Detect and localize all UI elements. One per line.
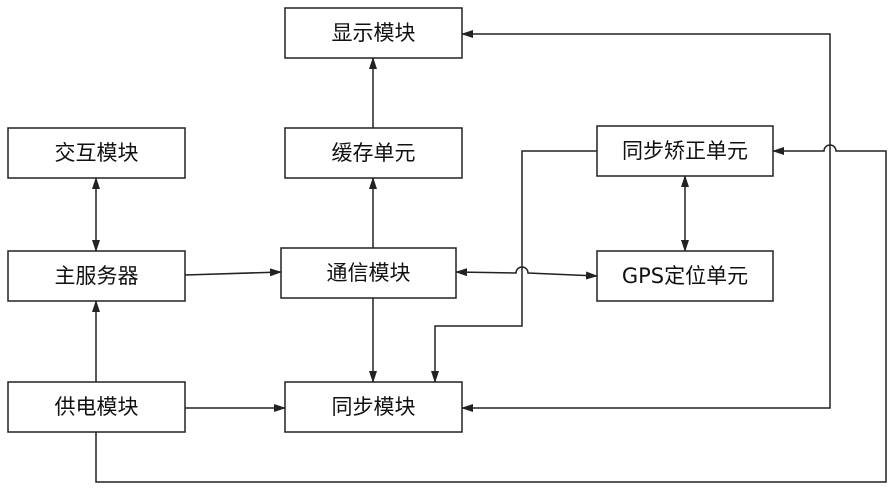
main-server-label: 主服务器 <box>55 264 139 288</box>
sync-correction-unit: 同步矫正单元 <box>597 126 773 176</box>
power-module-label: 供电模块 <box>55 395 139 419</box>
sync-correction-unit-label: 同步矫正单元 <box>622 139 748 163</box>
display-module-label: 显示模块 <box>332 21 416 45</box>
communication-module: 通信模块 <box>281 248 456 298</box>
cache-unit-label: 缓存单元 <box>332 141 416 165</box>
arrow-sync-to-display <box>462 34 830 408</box>
arrow-main-server-to-communication <box>185 272 281 275</box>
interaction-module: 交互模块 <box>8 128 185 178</box>
sync-module: 同步模块 <box>285 382 462 432</box>
gps-unit: GPS定位单元 <box>597 251 773 301</box>
interaction-module-label: 交互模块 <box>55 141 139 165</box>
main-server: 主服务器 <box>8 251 185 301</box>
gps-unit-label: GPS定位单元 <box>622 264 748 288</box>
power-module: 供电模块 <box>8 382 185 432</box>
communication-module-label: 通信模块 <box>327 261 411 285</box>
arrow-power-to-sync-correction <box>96 145 886 482</box>
arrow-sync-correction-to-sync <box>435 151 597 382</box>
cache-unit: 缓存单元 <box>285 128 462 178</box>
display-module: 显示模块 <box>285 8 462 58</box>
sync-module-label: 同步模块 <box>332 395 416 419</box>
arrow-communication-gps <box>456 267 597 276</box>
